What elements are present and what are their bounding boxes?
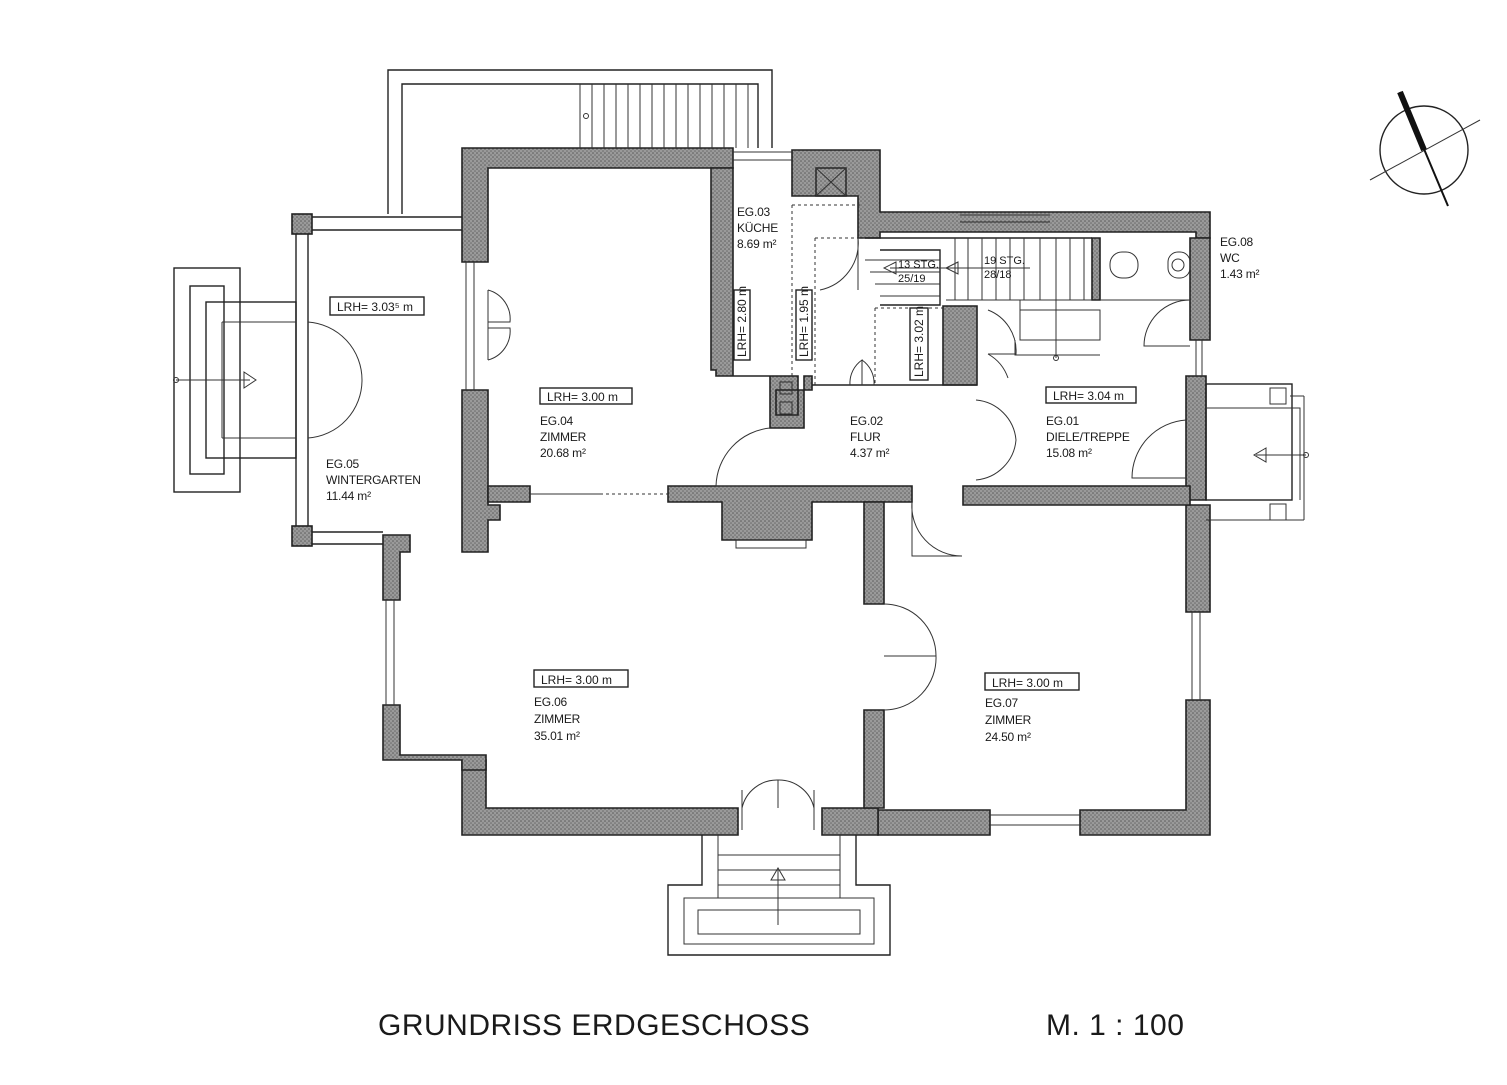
wall-chimney: [791, 149, 1211, 239]
wall-west-lower: [382, 704, 487, 771]
stair-steps-1: 13 STG.: [898, 259, 939, 271]
wall-east-upper: [1189, 237, 1211, 341]
room-name-eg02: FLUR: [850, 430, 881, 444]
north-arrow-icon: [1369, 90, 1481, 207]
room-id-eg02: EG.02: [850, 414, 884, 428]
wintergarten-frame: [295, 216, 462, 545]
wall-bottom-mid: [821, 807, 879, 836]
room-area-eg05: 11.44 m²: [326, 489, 371, 503]
stair-ratio-1: 25/19: [898, 273, 926, 285]
room-area-eg04: 20.68 m²: [540, 446, 586, 460]
drawing-title: GRUNDRISS ERDGESCHOSS: [378, 1009, 810, 1042]
room-name-eg01: DIELE/TREPPE: [1046, 430, 1130, 444]
lrh-label-eg06: LRH= 3.00 m: [541, 673, 612, 687]
wall-bottom-left: [461, 759, 739, 836]
room-area-eg06: 35.01 m²: [534, 729, 580, 743]
west-entrance-stairs: [173, 267, 297, 493]
room-id-eg08: EG.08: [1220, 235, 1254, 249]
stair-core: [812, 237, 1101, 386]
wall-top-zimmer: [461, 147, 734, 263]
exterior-walls: [291, 147, 1211, 836]
room-area-eg01: 15.08 m²: [1046, 446, 1092, 460]
room-area-eg07: 24.50 m²: [985, 730, 1031, 744]
lrh-box-eg04: [539, 387, 633, 405]
drawing-scale: M. 1 : 100: [1046, 1009, 1184, 1042]
room-name-eg07: ZIMMER: [985, 713, 1032, 727]
room-name-eg04: ZIMMER: [540, 430, 587, 444]
room-name-eg06: ZIMMER: [534, 712, 581, 726]
lrh-box-eg01: [1045, 386, 1137, 404]
lrh-box-kitchen-b: [795, 289, 813, 361]
room-id-eg07: EG.07: [985, 696, 1019, 710]
kitchen-details: [779, 167, 865, 415]
windows: [385, 151, 1203, 826]
room-area-eg08: 1.43 m²: [1220, 267, 1259, 281]
lrh-box-stair: [909, 307, 929, 381]
lrh-label-eg01: LRH= 3.04 m: [1053, 389, 1124, 403]
lrh-box-eg07: [984, 672, 1080, 691]
wall-bottom-right: [877, 809, 991, 836]
wall-wc: [1091, 237, 1101, 301]
room-id-eg01: EG.01: [1046, 414, 1080, 428]
wall-east-mid: [1185, 375, 1207, 501]
lrh-label-eg04: LRH= 3.00 m: [547, 390, 618, 404]
stair-labels: 13 STG. 25/19 19 STG. 28/18: [898, 255, 1025, 285]
room-id-eg03: EG.03: [737, 205, 771, 219]
room-name-eg05: WINTERGARTEN: [326, 473, 421, 487]
wall-interior-v1: [863, 501, 885, 605]
room-id-eg04: EG.04: [540, 414, 574, 428]
lrh-label-eg07: LRH= 3.00 m: [992, 676, 1063, 690]
lrh-box-eg06: [533, 669, 629, 688]
wall-left-zimmer: [461, 389, 501, 553]
wall-wg-corner-bl: [291, 525, 313, 547]
wall-wg-corner-tl: [291, 213, 313, 235]
wall-interior-h3: [962, 485, 1191, 506]
lrh-label-kitchen-a: LRH= 2.80 m: [735, 286, 749, 357]
south-entrance-stairs: [667, 779, 891, 956]
room-name-eg08: WC: [1220, 251, 1240, 265]
room-labels: LRH= 3.04 m EG.01 DIELE/TREPPE 15.08 m² …: [326, 205, 1260, 744]
room-id-eg06: EG.06: [534, 695, 568, 709]
vertical-labels: LRH= 2.80 m LRH= 1.95 m LRH= 3.02 m: [733, 286, 929, 381]
north-stair: [387, 69, 773, 214]
wall-stair-core: [942, 305, 978, 386]
lrh-label-eg05: LRH= 3.03⁵ m: [337, 300, 413, 314]
room-area-eg02: 4.37 m²: [850, 446, 889, 460]
wall-interior-h2: [667, 485, 913, 541]
stair-steps-2: 19 STG.: [984, 255, 1025, 267]
wall-west-upper: [382, 534, 411, 601]
interior-doors: [487, 289, 1017, 711]
east-entrance-steps: [1131, 383, 1309, 521]
lrh-box-kitchen-a: [733, 289, 751, 361]
lrh-label-kitchen-b: LRH= 1.95 m: [797, 286, 811, 357]
room-area-eg03: 8.69 m²: [737, 237, 776, 251]
lrh-box-eg05: [329, 296, 425, 316]
wall-east-lower: [1185, 504, 1211, 613]
stair-ratio-2: 28/18: [984, 269, 1012, 281]
wall-interior-v2: [863, 709, 885, 809]
wall-east-bottom: [1079, 699, 1211, 836]
wall-kitchen: [710, 167, 813, 429]
wc-fixtures: [1100, 251, 1191, 347]
room-name-eg03: KÜCHE: [737, 221, 778, 235]
wall-interior-h1: [487, 485, 531, 503]
lrh-label-stair: LRH= 3.02 m: [912, 306, 926, 377]
room-id-eg05: EG.05: [326, 457, 360, 471]
